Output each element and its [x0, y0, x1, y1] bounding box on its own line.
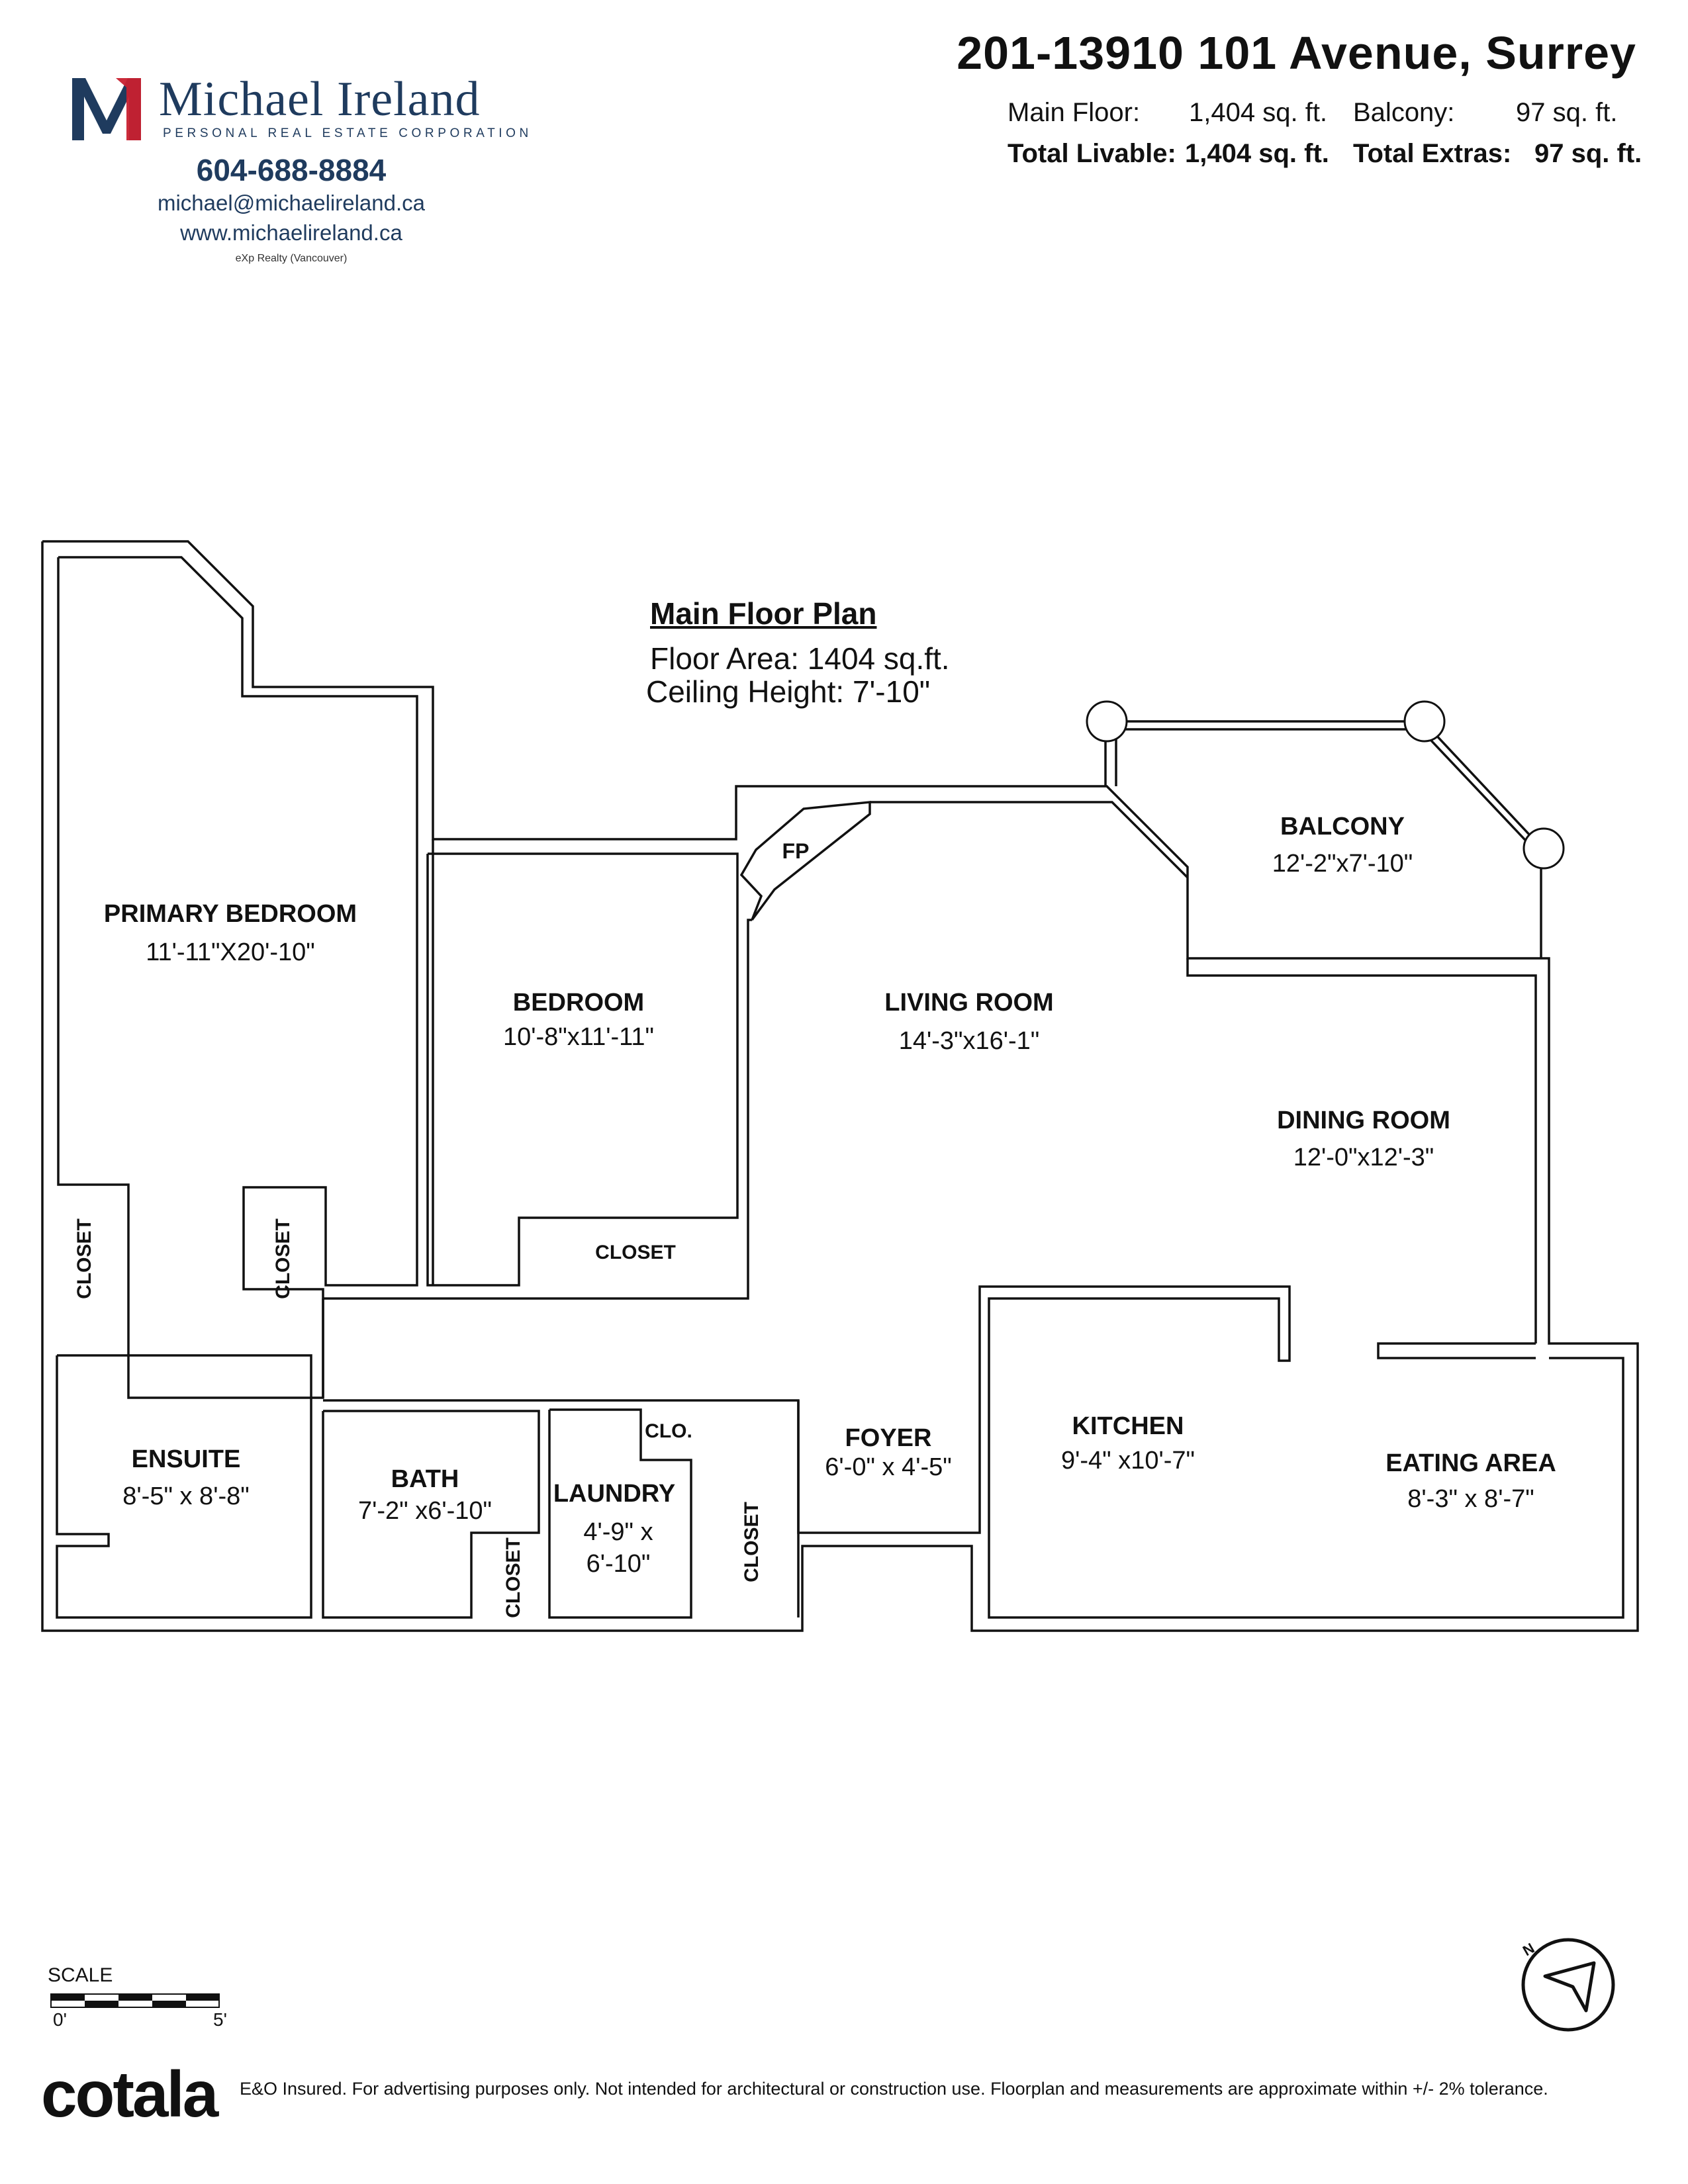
closet-label-foyer: CLOSET: [741, 1502, 763, 1582]
main-floor-label: Main Floor:: [1008, 98, 1141, 127]
balcony-unit: sq. ft.: [1552, 98, 1618, 127]
room-primary-bedroom-name: PRIMARY BEDROOM: [103, 900, 357, 928]
closet-label-bath: CLOSET: [502, 1537, 524, 1618]
brand-name: Michael Ireland: [159, 72, 481, 126]
room-kitchen-name: KITCHEN: [1072, 1412, 1184, 1440]
agent-website[interactable]: www.michaelireland.ca: [180, 220, 402, 245]
room-living-room-name: LIVING ROOM: [884, 989, 1054, 1017]
listing-address: 201-13910 101 Avenue, Surrey: [957, 27, 1636, 79]
room-laundry-name: LAUNDRY: [553, 1480, 676, 1508]
wall-inner-primary: [57, 556, 418, 1399]
plan-floor-area: Floor Area: 1404 sq.ft.: [650, 641, 950, 676]
fireplace-label: FP: [782, 839, 810, 863]
scale-end: 5': [213, 2009, 227, 2030]
main-floor-value: 1,404 sq. ft.: [1189, 98, 1327, 128]
room-primary-bedroom-dims: 11'-11"X20'-10": [146, 938, 315, 966]
balcony-post: [1403, 700, 1446, 743]
total-livable-value: 1,404 sq. ft.: [1185, 139, 1329, 168]
room-laundry-dims-2: 6'-10": [586, 1550, 651, 1578]
main-floor-unit: sq. ft.: [1262, 98, 1328, 127]
room-foyer-dims: 6'-0" x 4'-5": [825, 1453, 952, 1481]
closet-label-bedroom: CLOSET: [595, 1242, 676, 1263]
room-bath-name: BATH: [391, 1465, 459, 1493]
room-kitchen-dims: 9'-4" x10'-7": [1060, 1447, 1196, 1475]
room-laundry-dims-1: 4'-9" x: [583, 1518, 653, 1546]
brand-logo-icon: [72, 78, 141, 140]
room-balcony-name: BALCONY: [1280, 813, 1405, 841]
plan-ceiling-height: Ceiling Height: 7'-10": [646, 674, 931, 709]
room-foyer-name: FOYER: [845, 1424, 932, 1452]
closet-label-primary-right: CLOSET: [272, 1218, 294, 1299]
plan-title: Main Floor Plan: [650, 596, 877, 631]
total-extras-label: Total Extras:: [1353, 139, 1512, 168]
scale-bar-icon: [50, 1993, 220, 2008]
north-compass-icon: N: [1520, 1938, 1615, 2032]
room-balcony-dims: 12'-2"x7'-10": [1272, 850, 1413, 878]
wall-laundry: [548, 1408, 692, 1619]
clo-label-laundry: CLO.: [645, 1420, 692, 1442]
brokerage-name: eXp Realty (Vancouver): [235, 253, 348, 264]
balcony-area-value: 97 sq. ft.: [1516, 98, 1617, 128]
room-eating-area-dims: 8'-3" x 8'-7": [1407, 1485, 1534, 1513]
agent-phone[interactable]: 604-688-8884: [196, 153, 387, 187]
room-bedroom-name: BEDROOM: [512, 989, 645, 1017]
balcony-post: [1086, 700, 1128, 743]
room-eating-area-name: EATING AREA: [1385, 1449, 1556, 1477]
footer-brand-logo: cotala: [41, 2058, 218, 2130]
agent-email[interactable]: michael@michaelireland.ca: [157, 191, 425, 215]
room-ensuite-dims: 8'-5" x 8'-8": [122, 1482, 250, 1510]
wall-bath: [322, 1410, 540, 1619]
room-bedroom-dims: 10'-8"x11'-11": [502, 1023, 655, 1051]
wall-bedroom: [426, 852, 739, 1287]
fireplace-outline: [739, 801, 871, 921]
total-livable-label: Total Livable:: [1008, 139, 1176, 168]
balcony-number: 97: [1516, 98, 1546, 127]
room-bath-dims: 7'-2" x6'-10": [357, 1497, 492, 1525]
closet-label-primary-left: CLOSET: [73, 1218, 95, 1299]
balcony-area-label: Balcony:: [1353, 98, 1455, 127]
room-dining-room-dims: 12'-0"x12'-3": [1293, 1144, 1434, 1171]
room-dining-room-name: DINING ROOM: [1277, 1107, 1450, 1134]
scale-label: SCALE: [48, 1964, 113, 1986]
footer-disclaimer: E&O Insured. For advertising purposes on…: [240, 2079, 1548, 2099]
wall-ensuite: [56, 1354, 312, 1619]
scale-start: 0': [53, 2009, 67, 2030]
balcony-post: [1523, 827, 1565, 870]
total-extras-value: 97 sq. ft.: [1534, 139, 1642, 168]
room-living-room-dims: 14'-3"x16'-1": [898, 1027, 1040, 1055]
brand-subtitle: PERSONAL REAL ESTATE CORPORATION: [163, 126, 532, 140]
main-floor-number: 1,404: [1189, 98, 1256, 127]
room-ensuite-name: ENSUITE: [131, 1445, 241, 1473]
